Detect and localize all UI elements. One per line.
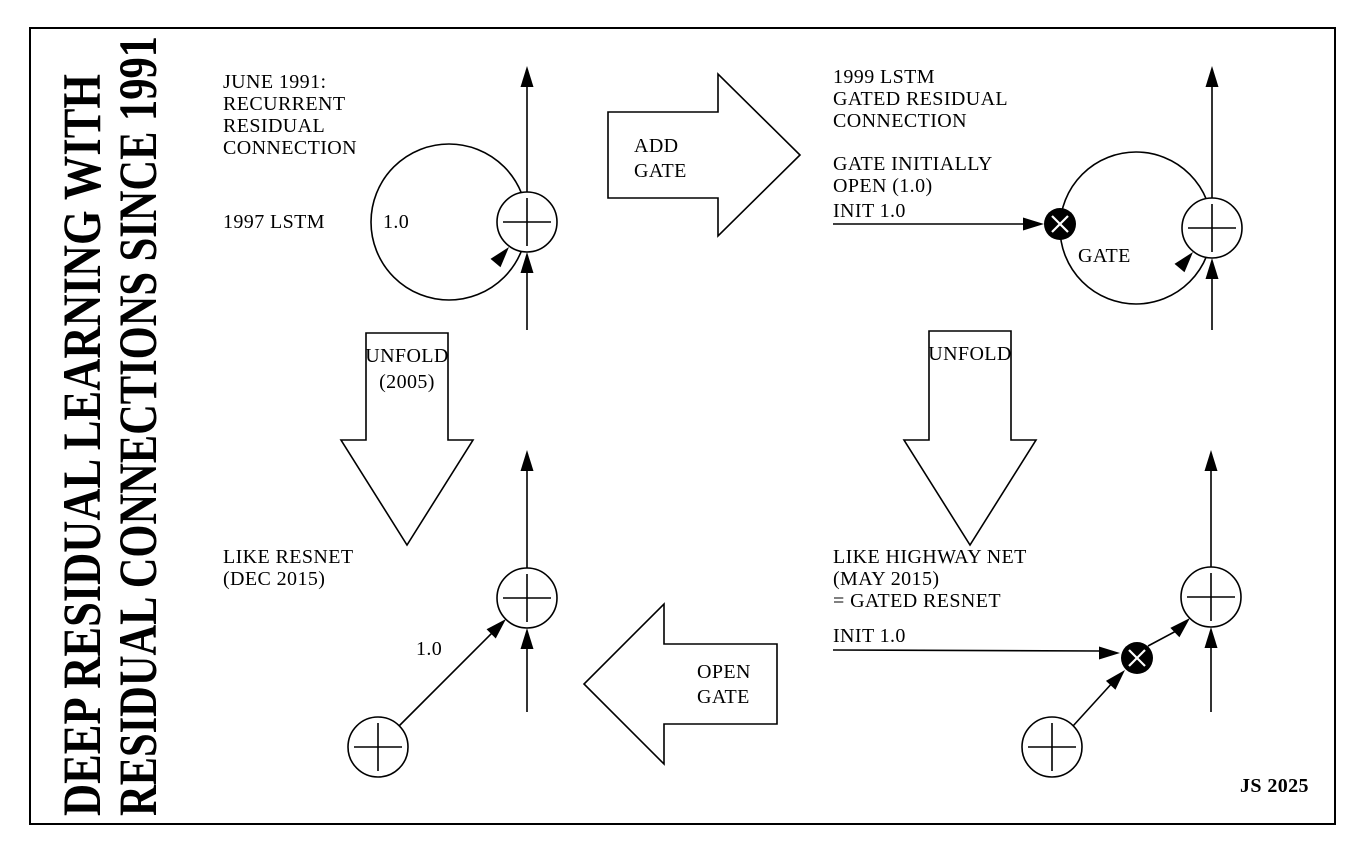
br-skip-line-upper [1147,629,1179,647]
diagram-border [29,27,1336,825]
tr-gate-x2 [1051,215,1069,233]
bl-skip-line [398,630,495,727]
tl-heading-line-3: RESIDUAL [223,115,325,137]
open-gate-label-line-1: OPEN [697,661,751,683]
bl-heading-line-2: (DEC 2015) [223,568,325,590]
br-init-label: INIT 1.0 [833,625,906,647]
tr-gate-note-line-2: OPEN (1.0) [833,175,933,197]
tr-gate-label: GATE [1078,245,1131,267]
open-gate-arrow [582,602,778,766]
tr-gate-note-line-1: GATE INITIALLY [833,153,993,175]
bl-weight-label: 1.0 [416,638,442,660]
br-init-line [832,649,1101,652]
tl-input-arrowhead [520,252,534,273]
br-heading-line-2: (MAY 2015) [833,568,939,590]
br-output-arrowhead [1204,450,1218,471]
panel-recurrent-residual-1991: JUNE 1991: RECURRENT RESIDUAL CONNECTION… [223,66,558,330]
br-heading-line-3: = GATED RESNET [833,590,1001,612]
add-gate-label-line-2: GATE [634,160,687,182]
transition-unfold-2005: UNFOLD (2005) [339,332,475,547]
unfold-label-line-1: UNFOLD [928,343,1012,365]
bl-output-arrowhead [520,450,534,471]
panel-like-resnet: LIKE RESNET (DEC 2015) 1.0 [223,450,558,778]
tl-model-label: 1997 LSTM [223,211,325,233]
tr-heading-line-1: 1999 LSTM [833,66,935,88]
tl-heading-line-4: CONNECTION [223,137,357,159]
tl-weight-label: 1.0 [383,211,409,233]
vertical-title-line-2: RESIDUAL CONNECTIONS SINCE 1991 [108,36,168,816]
unfold-2005-label-line-2: (2005) [379,371,435,393]
open-gate-label-line-2: GATE [697,686,750,708]
panel-like-highway-net: LIKE HIGHWAY NET (MAY 2015) = GATED RESN… [832,450,1242,778]
tr-heading-line-3: CONNECTION [833,110,967,132]
bl-heading-line-1: LIKE RESNET [223,546,354,568]
signature: JS 2025 [1240,775,1309,797]
br-init-arrowhead [1099,646,1120,660]
br-skip-line-lower [1072,680,1115,727]
add-gate-label-line-1: ADD [634,135,679,157]
panel-gated-residual-1999: 1999 LSTM GATED RESIDUAL CONNECTION GATE… [833,66,1243,330]
tr-init-arrowhead [1023,217,1044,231]
tr-init-label: INIT 1.0 [833,200,906,222]
vertical-title: DEEP RESIDUAL LEARNING WITH RESIDUAL CON… [52,36,168,816]
transition-unfold: UNFOLD [902,330,1038,547]
bl-input-arrowhead [520,628,534,649]
br-gate-x2 [1128,649,1146,667]
unfold-arrow [902,330,1038,547]
tr-input-arrowhead [1205,258,1219,279]
transition-open-gate: OPEN GATE [582,602,778,766]
tl-heading-line-1: JUNE 1991: [223,71,326,93]
tl-output-arrowhead [520,66,534,87]
br-input-arrowhead [1204,627,1218,648]
add-gate-arrow [607,72,802,238]
vertical-title-line-1: DEEP RESIDUAL LEARNING WITH [52,74,112,816]
tr-output-arrowhead [1205,66,1219,87]
tr-heading-line-2: GATED RESIDUAL [833,88,1008,110]
unfold-2005-arrow [339,332,475,547]
unfold-2005-label-line-1: UNFOLD [365,345,449,367]
transition-add-gate: ADD GATE [607,72,802,238]
tl-heading-line-2: RECURRENT [223,93,346,115]
br-heading-line-1: LIKE HIGHWAY NET [833,546,1027,568]
